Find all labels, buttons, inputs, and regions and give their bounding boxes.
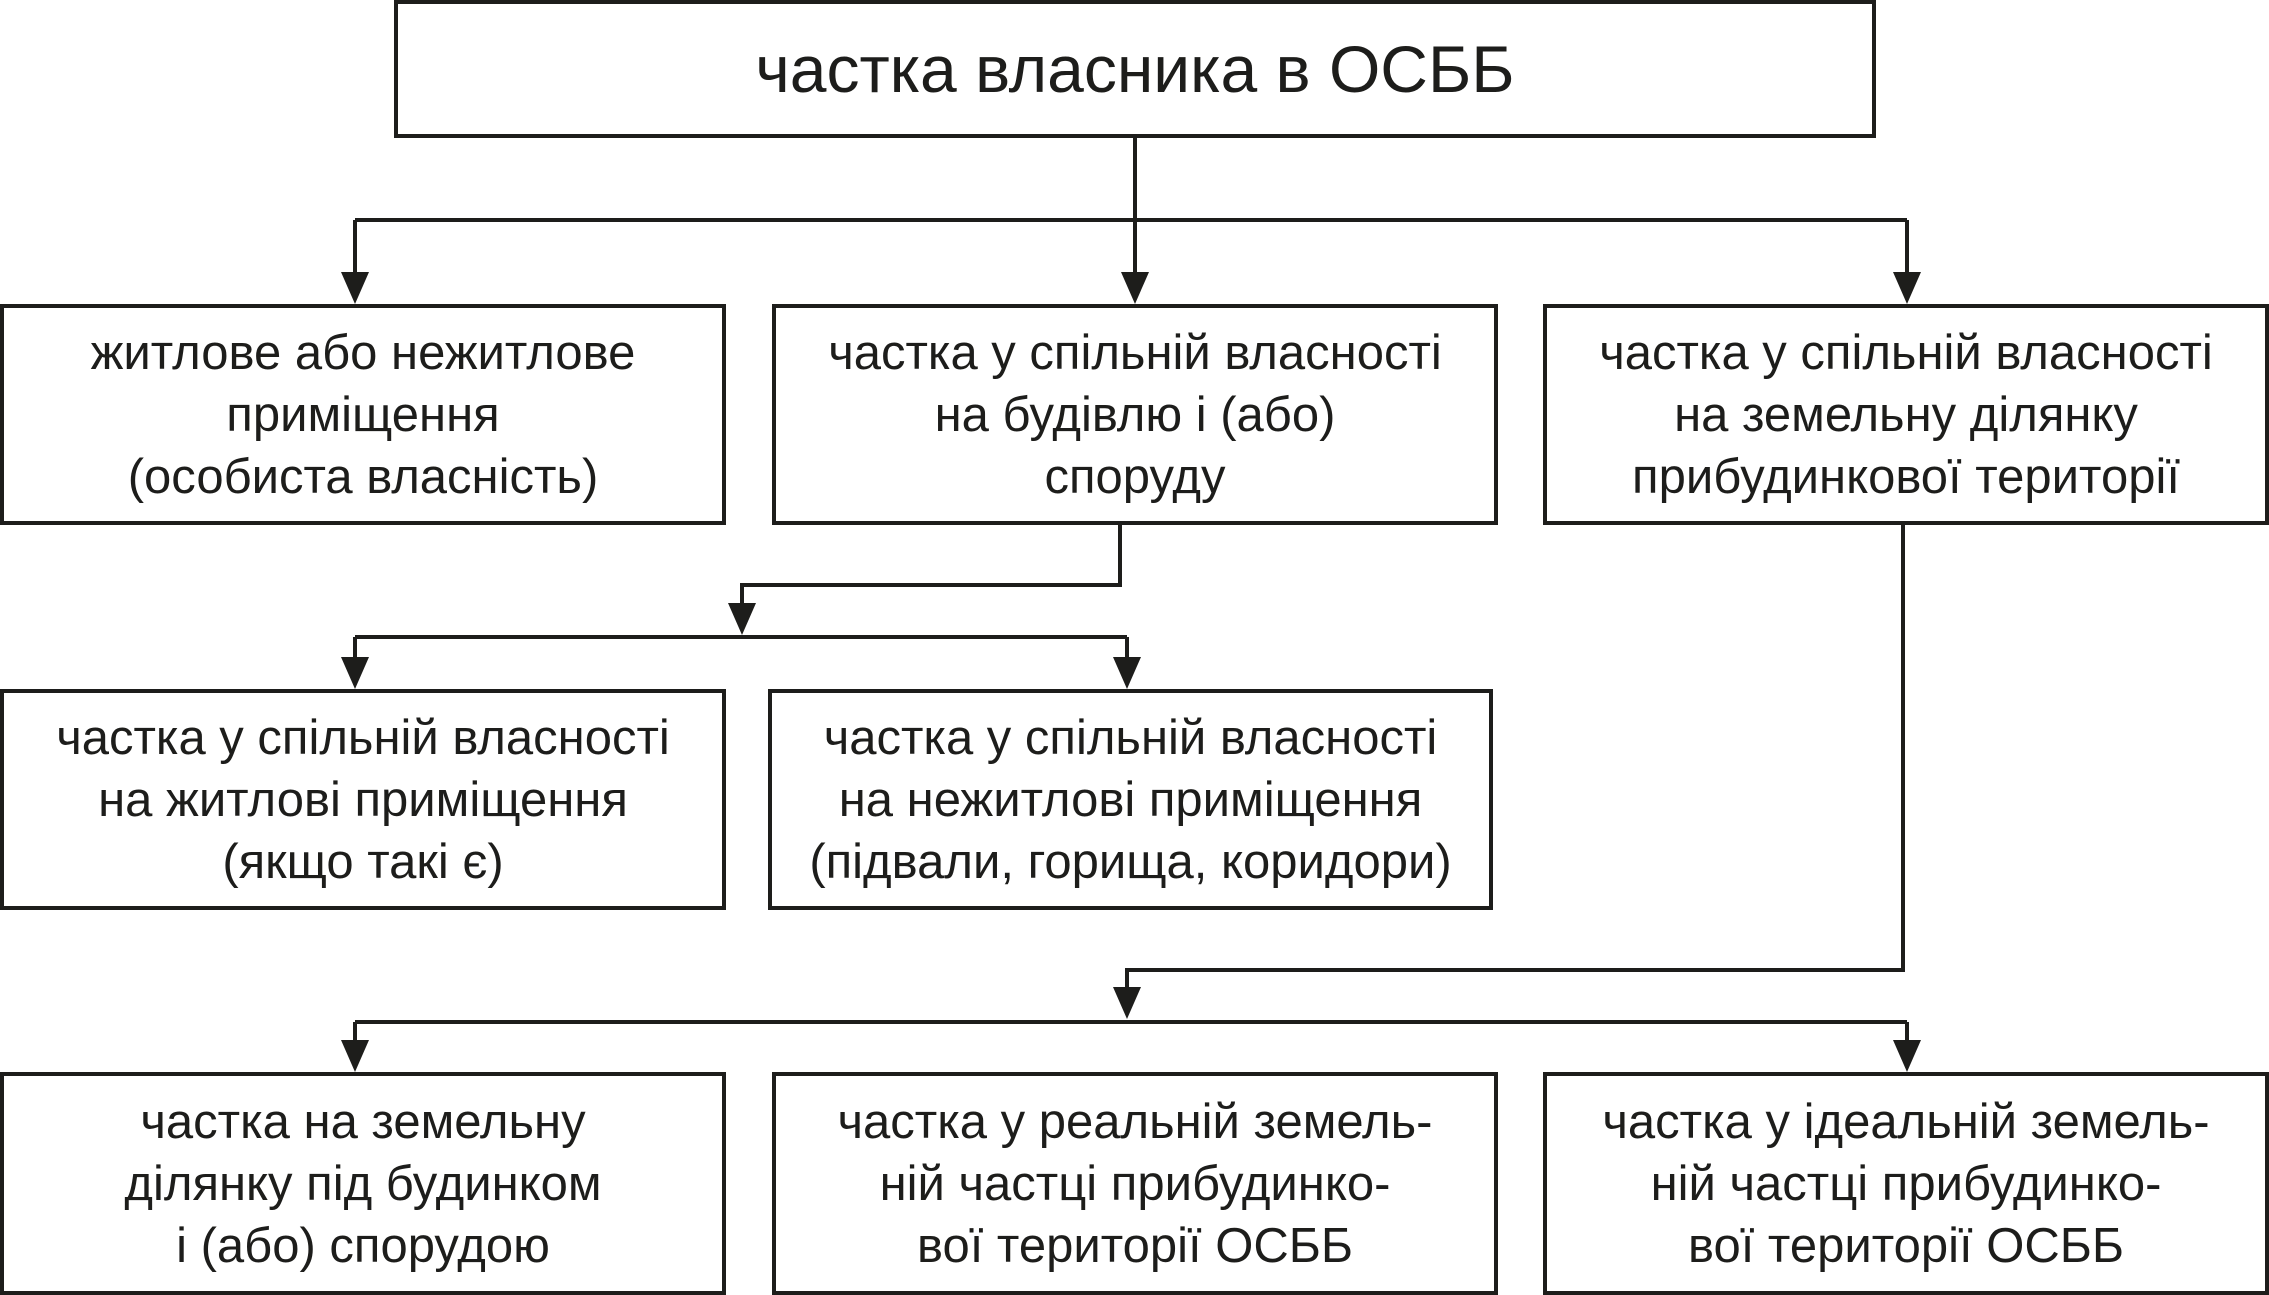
arrowhead-level1-left: [341, 272, 369, 304]
building-branch-line: [740, 525, 1122, 610]
box-line: (підвали, горища, коридори): [809, 834, 1452, 889]
arrowhead-level3-left: [341, 1040, 369, 1072]
arrowhead-level3-right: [1893, 1040, 1921, 1072]
box-residential-premises: житлове або нежитлове приміщення (особис…: [0, 304, 726, 525]
box-line: приміщення: [226, 387, 500, 442]
box-line: на будівлю і (або): [934, 387, 1336, 442]
box-land-plot-common-share: частка у спільній власності на земельну …: [1543, 304, 2269, 525]
box-line: частка у реальній земель-: [837, 1094, 1433, 1149]
box-line: частка у спільній власності: [828, 325, 1442, 380]
land-branch-line: [1125, 525, 1905, 993]
box-line: частка у спільній власності: [56, 710, 670, 765]
box-line: частка у ідеальній земель-: [1602, 1094, 2210, 1149]
box-residential-common-share: частка у спільній власності на житлові п…: [0, 689, 726, 910]
box-line: вої території ОСББ: [916, 1218, 1354, 1273]
box-real-land-share: частка у реальній земель- ній частці при…: [772, 1072, 1498, 1295]
arrowhead-level1-center: [1121, 272, 1149, 304]
arrowhead-level2-left: [341, 657, 369, 689]
box-line: житлове або нежитлове: [90, 325, 636, 380]
box-line: ній частці прибудинко-: [1650, 1156, 2162, 1211]
arrowhead-level1-right: [1893, 272, 1921, 304]
box-line: частка на земельну: [140, 1094, 586, 1149]
box-line: споруду: [1044, 449, 1226, 504]
box-line: на житлові приміщення: [98, 772, 628, 827]
box-line: ній частці прибудинко-: [879, 1156, 1391, 1211]
root-label: частка власника в ОСББ: [755, 32, 1515, 106]
box-line: на нежитлові приміщення: [838, 772, 1423, 827]
box-building-common-share: частка у спільній власності на будівлю і…: [772, 304, 1498, 525]
box-line: ділянку під будинком: [124, 1156, 602, 1211]
arrowhead-level2-junction: [728, 603, 756, 635]
box-line: на земельну ділянку: [1674, 387, 2138, 442]
box-line: (якщо такі є): [222, 834, 504, 889]
arrowhead-level3-junction: [1113, 987, 1141, 1019]
arrowhead-level2-right: [1113, 657, 1141, 689]
box-line: і (або) спорудою: [176, 1218, 550, 1273]
box-line: (особиста власність): [127, 449, 599, 504]
root-box-owner-share: частка власника в ОСББ: [394, 0, 1876, 138]
box-line: частка у спільній власності: [1599, 325, 2213, 380]
box-land-under-building: частка на земельну ділянку під будинком …: [0, 1072, 726, 1295]
box-line: вої території ОСББ: [1687, 1218, 2125, 1273]
box-line: частка у спільній власності: [823, 710, 1438, 765]
box-nonresidential-common-share: частка у спільній власності на нежитлові…: [768, 689, 1493, 910]
box-ideal-land-share: частка у ідеальній земель- ній частці пр…: [1543, 1072, 2269, 1295]
box-line: прибудинкової території: [1632, 449, 2180, 504]
